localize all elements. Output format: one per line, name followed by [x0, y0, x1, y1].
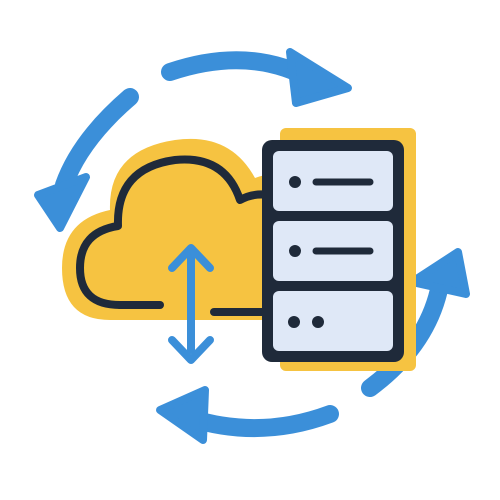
server-rack-icon	[262, 128, 416, 371]
sync-arrow-left	[34, 88, 139, 232]
status-light	[289, 245, 301, 257]
cloud-icon	[62, 138, 290, 320]
status-light	[312, 316, 324, 328]
server-unit-3	[273, 291, 393, 351]
sync-arrows-icon	[34, 48, 470, 444]
server-unit-2	[273, 221, 393, 281]
sync-arrow-bottom	[156, 386, 339, 444]
status-light	[288, 316, 300, 328]
status-light	[289, 176, 301, 188]
server-unit-1	[273, 151, 393, 211]
sync-arrow-top	[161, 48, 352, 107]
upload-download-arrow-icon	[168, 244, 214, 364]
sync-arrow-right	[361, 248, 470, 397]
